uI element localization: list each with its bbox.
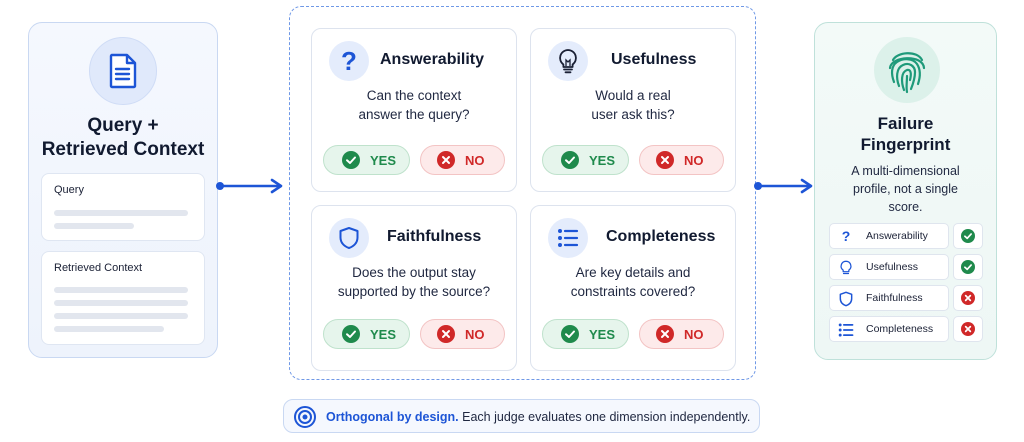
yes-button[interactable]: YES — [542, 145, 629, 175]
no-button[interactable]: NO — [639, 319, 724, 349]
checklist-icon — [838, 323, 854, 337]
yes-button[interactable]: YES — [323, 145, 410, 175]
yes-button[interactable]: YES — [323, 319, 410, 349]
judge-title: Completeness — [606, 228, 716, 245]
design-note: Orthogonal by design. Each judge evaluat… — [283, 399, 760, 433]
placeholder-line — [54, 326, 164, 332]
input-title: Query + Retrieved Context — [41, 115, 205, 160]
query-label: Query — [54, 184, 84, 196]
placeholder-line — [54, 313, 188, 319]
yes-button[interactable]: YES — [542, 319, 629, 349]
row-label: Answerability — [866, 230, 928, 242]
cross-icon — [656, 151, 674, 169]
question-icon: ? — [841, 228, 851, 244]
checklist-icon — [548, 218, 588, 258]
judge-card-answerability: ? Answerability Can the context answer t… — [311, 28, 517, 192]
lightbulb-icon — [548, 41, 588, 81]
arrow-right-icon — [216, 178, 283, 194]
question-icon: ? — [329, 41, 369, 81]
context-label: Retrieved Context — [54, 262, 143, 274]
fail-status-icon — [953, 285, 983, 311]
document-icon — [89, 37, 157, 105]
judge-question: Does the output stay supported by the so… — [337, 265, 491, 299]
no-button[interactable]: NO — [639, 145, 724, 175]
query-card: Query — [41, 173, 205, 241]
no-button[interactable]: NO — [420, 319, 505, 349]
no-button[interactable]: NO — [420, 145, 505, 175]
judge-question: Can the context answer the query? — [358, 88, 470, 122]
cross-icon — [656, 325, 674, 343]
fingerprint-row: Completeness — [829, 316, 983, 342]
judge-title: Answerability — [380, 51, 485, 68]
check-icon — [342, 151, 360, 169]
cross-icon — [437, 325, 455, 343]
pass-status-icon — [953, 254, 983, 280]
fingerprint-row: Usefulness — [829, 254, 983, 280]
row-label: Completeness — [866, 323, 934, 335]
fingerprint-row: ? Answerability — [829, 223, 983, 249]
output-title: Failure Fingerprint — [860, 114, 951, 154]
target-icon — [294, 406, 316, 428]
judge-card-faithfulness: Faithfulness Does the output stay suppor… — [311, 205, 517, 371]
design-note-text: Orthogonal by design. Each judge evaluat… — [326, 410, 751, 424]
shield-icon — [839, 291, 853, 307]
check-icon — [561, 151, 579, 169]
placeholder-line — [54, 210, 188, 216]
arrow-right-icon — [754, 178, 813, 194]
output-panel: Failure Fingerprint A multi-dimensional … — [814, 22, 997, 360]
shield-icon — [329, 218, 369, 258]
input-panel: Query + Retrieved Context Query Retrieve… — [28, 22, 218, 358]
judges-group: ? Answerability Can the context answer t… — [289, 6, 756, 380]
judge-card-usefulness: Usefulness Would a real user ask this? Y… — [530, 28, 736, 192]
fingerprint-icon — [874, 37, 940, 103]
fail-status-icon — [953, 316, 983, 342]
row-label: Faithfulness — [866, 292, 923, 304]
fingerprint-row: Faithfulness — [829, 285, 983, 311]
judge-question: Are key details and constraints covered? — [570, 265, 696, 299]
judge-title: Faithfulness — [387, 228, 482, 245]
row-label: Usefulness — [866, 261, 918, 273]
cross-icon — [437, 151, 455, 169]
judge-question: Would a real user ask this? — [591, 88, 675, 122]
lightbulb-icon — [840, 260, 852, 275]
check-icon — [342, 325, 360, 343]
context-card: Retrieved Context — [41, 251, 205, 345]
output-description: A multi-dimensional profile, not a singl… — [851, 164, 960, 214]
pass-status-icon — [953, 223, 983, 249]
check-icon — [561, 325, 579, 343]
placeholder-line — [54, 223, 134, 229]
judge-title: Usefulness — [611, 51, 697, 68]
placeholder-line — [54, 287, 188, 293]
placeholder-line — [54, 300, 188, 306]
judge-card-completeness: Completeness Are key details and constra… — [530, 205, 736, 371]
